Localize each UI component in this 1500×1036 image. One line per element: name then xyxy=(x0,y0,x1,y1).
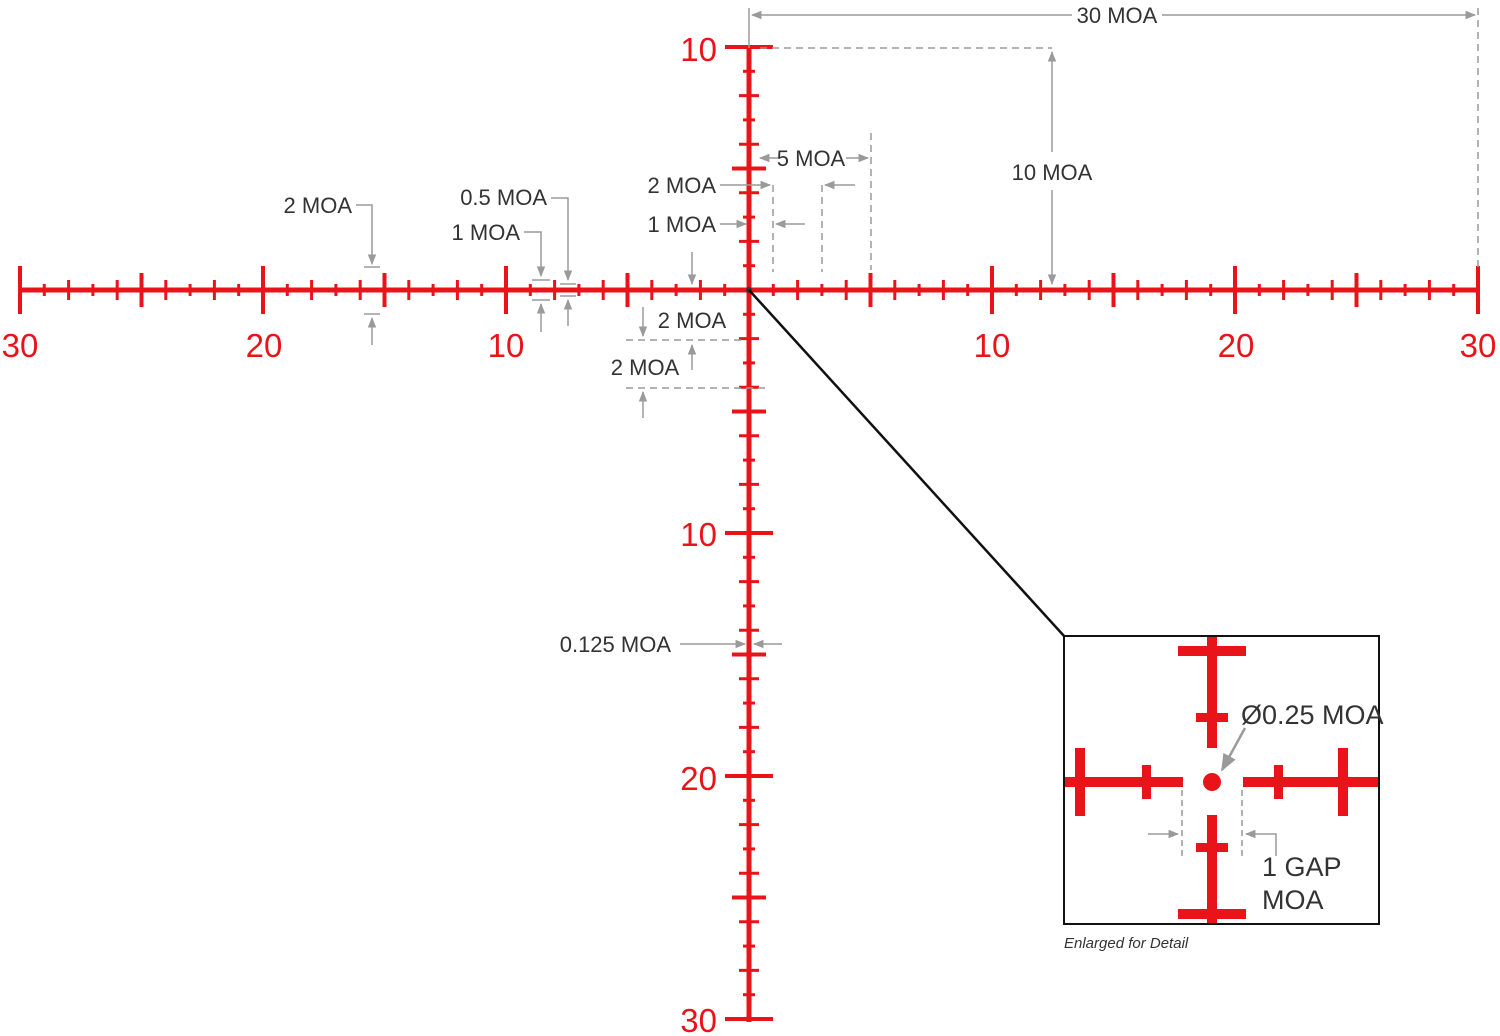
label-5-moa: 5 MOA xyxy=(777,146,846,171)
horizontal-scale-labels: 30 20 10 10 20 30 xyxy=(2,327,1497,364)
label-10-moa: 10 MOA xyxy=(1012,160,1093,185)
inset-gap-label-line1: 1 GAP xyxy=(1262,852,1342,882)
inset-dot-label: Ø0.25 MOA xyxy=(1241,700,1384,730)
v-label-bottom-20: 20 xyxy=(680,760,717,797)
dimension-labels: 30 MOA 10 MOA 5 MOA 2 MOA 1 MOA 2 MOA 0.… xyxy=(284,3,1158,657)
label-1-moa-left: 1 MOA xyxy=(452,220,521,245)
inset-reticle xyxy=(1065,637,1378,923)
label-2-moa-lower-a: 2 MOA xyxy=(658,308,727,333)
h-label-left-30: 30 xyxy=(2,327,39,364)
v-label-bottom-30: 30 xyxy=(680,1002,717,1036)
vertical-scale-labels: 10 10 20 30 xyxy=(680,31,717,1036)
label-0-5-moa: 0.5 MOA xyxy=(460,185,547,210)
reticle-ticks xyxy=(18,45,1480,1021)
v-label-top-10: 10 xyxy=(680,31,717,68)
h-label-right-20: 20 xyxy=(1218,327,1255,364)
inset-caption: Enlarged for Detail xyxy=(1064,935,1189,952)
v-label-bottom-10: 10 xyxy=(680,516,717,553)
dimension-lines xyxy=(356,8,1479,649)
enlarged-detail-inset: Ø0.25 MOA 1 GAP MOA xyxy=(1063,635,1384,925)
label-2-moa-upper: 2 MOA xyxy=(648,173,717,198)
inset-leader-line xyxy=(748,289,1065,637)
label-2-moa-left: 2 MOA xyxy=(284,193,353,218)
h-label-right-30: 30 xyxy=(1460,327,1497,364)
label-2-moa-lower-b: 2 MOA xyxy=(611,355,680,380)
inset-gap-label-line2: MOA xyxy=(1262,885,1324,915)
inset-dimensions xyxy=(1148,727,1277,856)
h-label-left-20: 20 xyxy=(246,327,283,364)
h-label-left-10: 10 xyxy=(488,327,525,364)
label-0-125-moa: 0.125 MOA xyxy=(560,632,672,657)
h-label-right-10: 10 xyxy=(974,327,1011,364)
label-30-moa: 30 MOA xyxy=(1077,3,1158,28)
label-1-moa-upper: 1 MOA xyxy=(648,212,717,237)
